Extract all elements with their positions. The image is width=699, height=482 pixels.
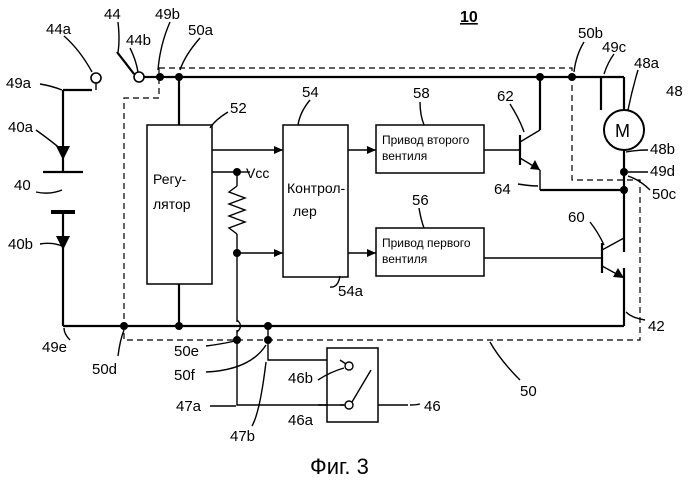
ref-54a: 54a [338, 283, 364, 300]
ref-60: 60 [568, 209, 585, 226]
ref-50e: 50e [174, 343, 199, 360]
switch-46 [327, 348, 408, 422]
ref-49b: 49b [155, 6, 180, 23]
ref-56: 56 [412, 192, 429, 209]
ref-49e: 49e [42, 339, 67, 356]
ref-49c: 49c [602, 39, 627, 56]
transistor-62 [520, 130, 540, 190]
ref-50a: 50a [188, 22, 214, 39]
ref-50: 50 [520, 383, 537, 400]
ref-64: 64 [494, 181, 511, 198]
transistor-60 [602, 238, 624, 278]
driver-second-label-1: Привод второго [382, 133, 470, 147]
ref-50b: 50b [578, 25, 603, 42]
resistor [229, 186, 245, 234]
ref-46: 46 [424, 398, 441, 415]
motor-symbol: M [615, 121, 630, 141]
ref-49a: 49a [6, 75, 32, 92]
ref-42: 42 [648, 318, 665, 335]
ref-47b: 47b [230, 428, 255, 445]
ref-48b: 48b [650, 141, 675, 158]
driver-first-label-2: вентиля [382, 252, 427, 266]
ref-50d: 50d [92, 361, 117, 378]
ref-44b: 44b [126, 32, 151, 49]
ref-46b: 46b [288, 370, 313, 387]
ref-50c: 50c [652, 186, 677, 203]
ref-49d: 49d [650, 163, 675, 180]
controller-label-2: лер [293, 203, 317, 219]
vcc-label: Vcc [246, 165, 269, 181]
driver-first-label-1: Привод первого [382, 236, 471, 250]
ref-40: 40 [14, 177, 31, 194]
ref-48: 48 [666, 83, 683, 100]
regulator-label-1: Регу- [153, 171, 187, 187]
controller-label-1: Контрол- [287, 180, 346, 196]
ref-47a: 47a [176, 398, 202, 415]
controller-block [283, 125, 348, 277]
ref-48a: 48a [634, 55, 660, 72]
ref-40b: 40b [8, 236, 33, 253]
ref-50f: 50f [174, 367, 196, 384]
driver-second-label-2: вентиля [382, 149, 427, 163]
ref-44a: 44a [46, 21, 72, 38]
ref-44: 44 [104, 6, 121, 23]
ref-40a: 40a [8, 119, 34, 136]
figure-caption: Фиг. 3 [310, 454, 369, 479]
ref-58: 58 [413, 85, 430, 102]
ref-52: 52 [230, 100, 247, 117]
regulator-label-2: лятор [153, 196, 191, 212]
ref-46a: 46a [288, 412, 314, 429]
ref-62: 62 [497, 88, 514, 105]
ref-54: 54 [302, 84, 319, 101]
switch-44 [91, 52, 160, 90]
ref-10: 10 [460, 9, 478, 26]
motor-48: M [601, 77, 644, 150]
